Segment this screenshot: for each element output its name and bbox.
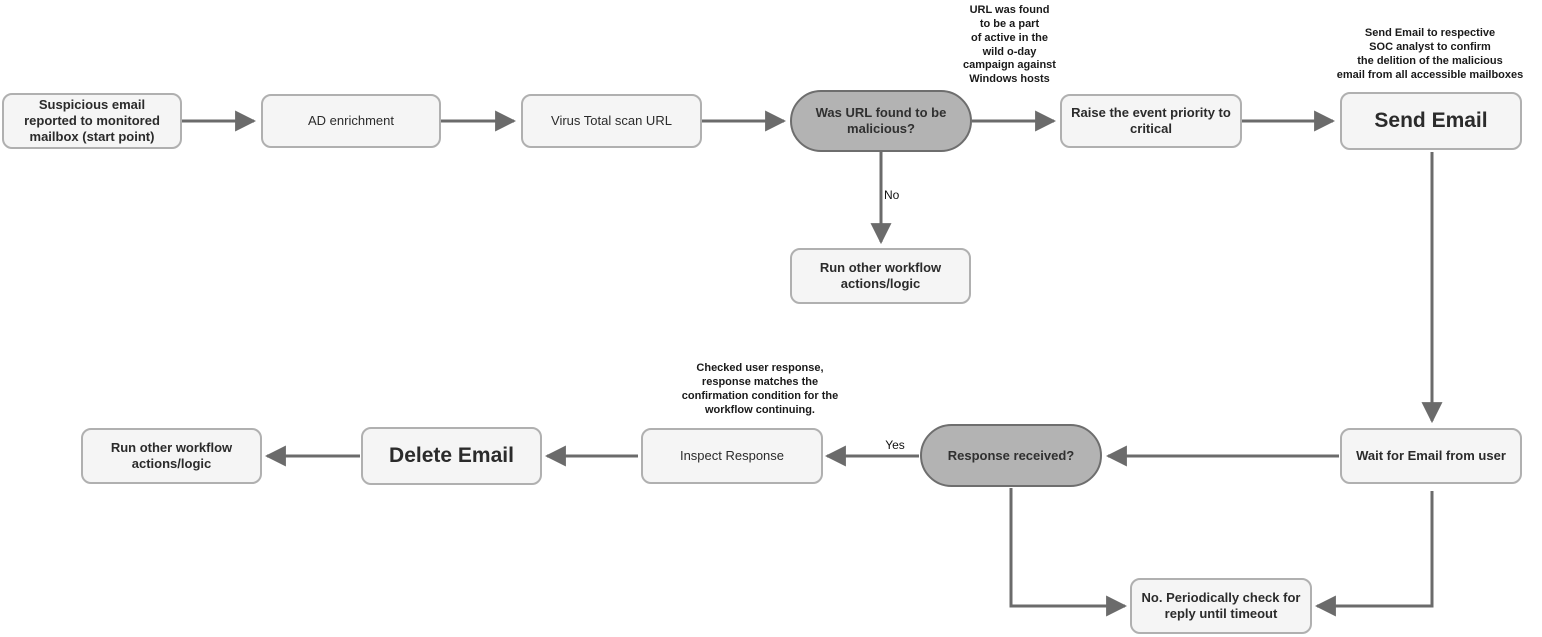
node-ad-enrichment[interactable]: AD enrichment (261, 94, 441, 148)
edge-label-no-branch: No (884, 188, 900, 202)
node-send-email[interactable]: Send Email (1340, 92, 1522, 150)
edge-label-soc-confirm: Send Email to respective SOC analyst to … (1336, 27, 1524, 81)
node-wait-for-email[interactable]: Wait for Email from user (1340, 428, 1522, 484)
node-delete-email[interactable]: Delete Email (361, 427, 542, 485)
node-decision-url-malicious[interactable]: Was URL found to be malicious? (790, 90, 972, 152)
node-raise-event-priority[interactable]: Raise the event priority to critical (1060, 94, 1242, 148)
edge-decision-no-to-periodic (1009, 488, 1128, 617)
node-run-other-workflow-top[interactable]: Run other workflow actions/logic (790, 248, 971, 304)
edge-label-url-campaign: URL was found to be a part of active in … (963, 4, 1056, 86)
edge-wait-to-periodic (1314, 491, 1434, 617)
node-periodic-check[interactable]: No. Periodically check for reply until t… (1130, 578, 1312, 634)
node-start[interactable]: Suspicious email reported to monitored m… (2, 93, 182, 149)
edge-label-checked-user-response: Checked user response, response matches … (681, 362, 839, 416)
edge-label-yes-branch: Yes (885, 438, 905, 452)
node-decision-response-received[interactable]: Response received? (920, 424, 1102, 487)
node-virus-total-scan-url[interactable]: Virus Total scan URL (521, 94, 702, 148)
node-inspect-response[interactable]: Inspect Response (641, 428, 823, 484)
node-run-other-workflow-bottom[interactable]: Run other workflow actions/logic (81, 428, 262, 484)
